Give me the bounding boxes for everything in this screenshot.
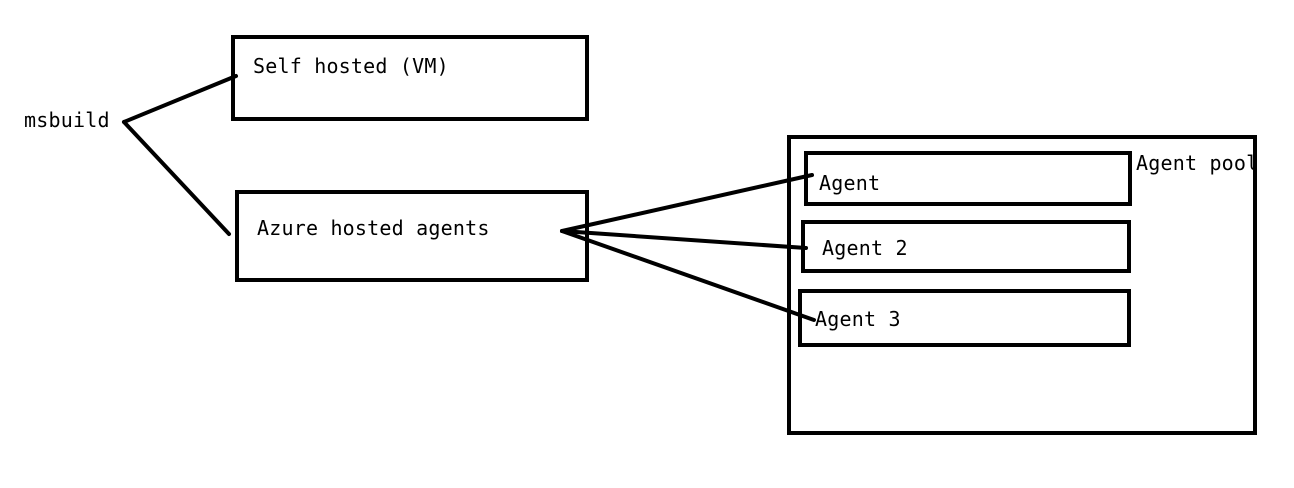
connector-azure-agent-2 (560, 229, 808, 250)
agent-pool-label: Agent pool (1136, 151, 1259, 175)
agent-3-label: Agent 3 (815, 307, 901, 331)
connector-msbuild-azure (122, 120, 231, 236)
agent-2-box (801, 220, 1131, 273)
agent-pool-box (787, 135, 1257, 435)
connector-azure-agent-1 (560, 173, 814, 233)
msbuild-label: msbuild (24, 108, 110, 132)
self-hosted-label: Self hosted (VM) (253, 54, 449, 78)
connector-azure-agent-3 (560, 229, 816, 322)
agent-1-label: Agent (819, 171, 881, 195)
agent-1-box (804, 151, 1132, 206)
azure-hosted-label: Azure hosted agents (257, 216, 490, 240)
azure-hosted-box (235, 190, 589, 282)
self-hosted-box (231, 35, 589, 121)
agent-3-box (798, 289, 1131, 347)
agent-2-label: Agent 2 (822, 236, 908, 260)
connector-msbuild-self-hosted (122, 74, 238, 124)
